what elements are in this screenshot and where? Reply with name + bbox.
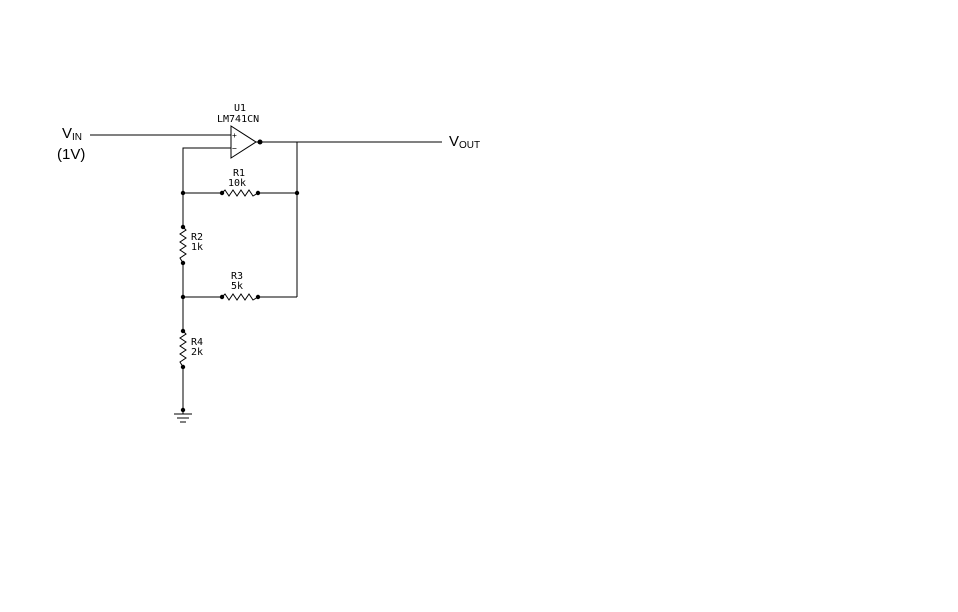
r3-pin-right	[255, 294, 261, 300]
vin-value: (1V)	[57, 146, 86, 163]
vin-label: VIN	[62, 125, 83, 143]
r4-pin-top	[180, 328, 186, 334]
r3-ref: R3	[231, 271, 244, 282]
vout-label: VOUT	[449, 133, 481, 151]
r1-pin-left	[219, 190, 225, 196]
r1-ref: R1	[233, 168, 246, 179]
r4-resistor	[179, 330, 187, 368]
ground-icon	[174, 413, 192, 423]
r3-pin-left	[219, 294, 225, 300]
inverting-input-wire	[182, 147, 231, 193]
r2-resistor	[179, 226, 187, 264]
opamp-minus-sign: −	[232, 144, 237, 153]
r4-value: 2k	[191, 347, 204, 358]
r4-ref: R4	[191, 337, 204, 348]
r1-value: 10k	[228, 178, 247, 189]
r1-resistor	[221, 189, 259, 197]
r1-pin-right	[255, 190, 261, 196]
opamp-symbol	[230, 125, 257, 159]
junction-r1-right	[294, 190, 300, 196]
r2-pin-top	[180, 224, 186, 230]
r2-pin-bottom	[180, 260, 186, 266]
junction-r3-left	[180, 294, 186, 300]
r2-ref: R2	[191, 232, 204, 243]
opamp-ref: U1	[234, 103, 247, 114]
r3-resistor	[221, 293, 259, 301]
junction-r1-left	[180, 190, 186, 196]
opamp-plus-sign: +	[232, 131, 237, 140]
r2-value: 1k	[191, 242, 204, 253]
r3-value: 5k	[231, 281, 244, 292]
r4-pin-bottom	[180, 364, 186, 370]
opamp-part: LM741CN	[217, 114, 260, 125]
